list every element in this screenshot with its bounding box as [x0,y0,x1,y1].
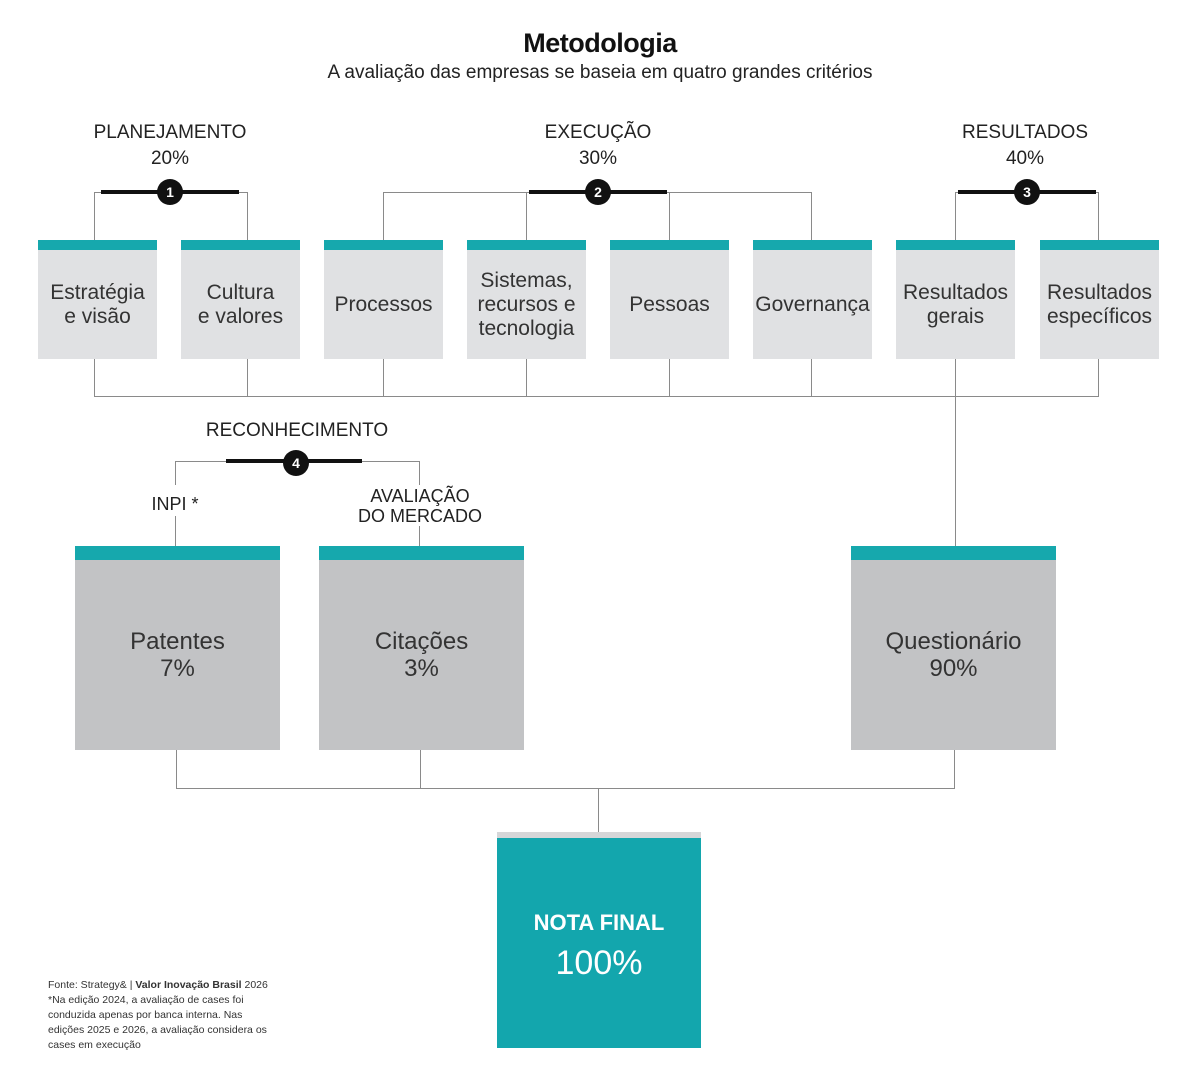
page-subtitle: A avaliação das empresas se baseia em qu… [327,62,873,83]
connector-line [811,192,812,240]
connector-line [954,750,955,789]
label-inpi: INPI * [151,494,199,514]
footnote-text: *Na edição 2024, a avaliação de cases fo… [48,994,267,1051]
connector-line [94,192,95,240]
criterion-box-resultados-especificos: Resultados específicos [1040,240,1159,359]
group-number-badge: 1 [157,179,183,205]
connector-line [526,359,527,397]
connector-line [247,359,248,397]
component-weight: 7% [160,655,195,682]
connector-line [94,359,95,397]
source-year: 2026 [241,979,268,991]
group-number-badge: 2 [585,179,611,205]
source-prefix: Fonte: Strategy& | [48,979,136,991]
connector-line [669,359,670,397]
connector-line [598,788,599,832]
final-label: NOTA FINAL [533,910,665,935]
group-header-planejamento: PLANEJAMENTO 20% [70,120,270,172]
connector-line [1098,192,1099,240]
connector-line [1098,359,1099,397]
group-number-badge: 4 [283,450,309,476]
criterion-box-estrategia: Estratégia e visão [38,240,157,359]
criterion-label: Resultados específicos [1046,280,1153,328]
group-header-execucao: EXECUÇÃO 30% [498,120,698,172]
connector-line [175,461,176,485]
criterion-label: Pessoas [629,292,710,316]
component-weight: 90% [929,655,978,682]
group-header-resultados: RESULTADOS 40% [925,120,1125,172]
connector-line [175,516,176,546]
connector-line [955,359,956,397]
criterion-label: Cultura e valores [197,280,284,328]
component-weight: 3% [404,655,439,682]
source-publication: Valor Inovação Brasil [135,979,242,991]
connector-line [176,788,955,789]
group-name: EXECUÇÃO [544,122,652,143]
connector-line [420,750,421,789]
component-name: Patentes [130,628,225,655]
footnote: Fonte: Strategy& | Valor Inovação Brasil… [48,978,276,1053]
connector-line [811,359,812,397]
connector-line [247,192,248,240]
criterion-box-processos: Processos [324,240,443,359]
group-weight: 30% [578,148,618,169]
group-name: RESULTADOS [962,122,1088,143]
criterion-box-cultura: Cultura e valores [181,240,300,359]
group-weight: 40% [1005,148,1045,169]
criterion-label: Processos [334,292,433,316]
connector-line [955,396,956,546]
component-name: Questionário [885,628,1022,655]
final-score-box: NOTA FINAL 100% [497,832,701,1048]
criterion-box-resultados-gerais: Resultados gerais [896,240,1015,359]
group-weight: 20% [150,148,190,169]
page-title: Metodologia [523,28,677,58]
label-avaliacao-mercado: AVALIAÇÃO DO MERCADO [357,486,482,526]
criterion-label: Estratégia e visão [50,280,145,328]
criterion-box-pessoas: Pessoas [610,240,729,359]
criterion-label: Sistemas, recursos e tecnologia [477,268,576,340]
connector-line [176,750,177,789]
connector-line [94,396,1099,397]
connector-line [526,192,527,240]
criterion-label: Governança [755,292,870,316]
source-line: Fonte: Strategy& | Valor Inovação Brasil… [48,978,276,993]
criterion-box-sistemas: Sistemas, recursos e tecnologia [467,240,586,359]
component-name: Citações [374,628,469,655]
final-value: 100% [555,944,643,982]
group-name: PLANEJAMENTO [93,122,247,143]
criterion-box-governanca: Governança [753,240,872,359]
group-number-badge: 3 [1014,179,1040,205]
connector-line [669,192,670,240]
connector-line [383,192,384,240]
group-header-reconhecimento: RECONHECIMENTO [205,420,389,441]
connector-line [955,192,956,240]
connector-line [419,526,420,546]
connector-line [419,461,420,485]
connector-line [383,359,384,397]
criterion-label: Resultados gerais [902,280,1009,328]
